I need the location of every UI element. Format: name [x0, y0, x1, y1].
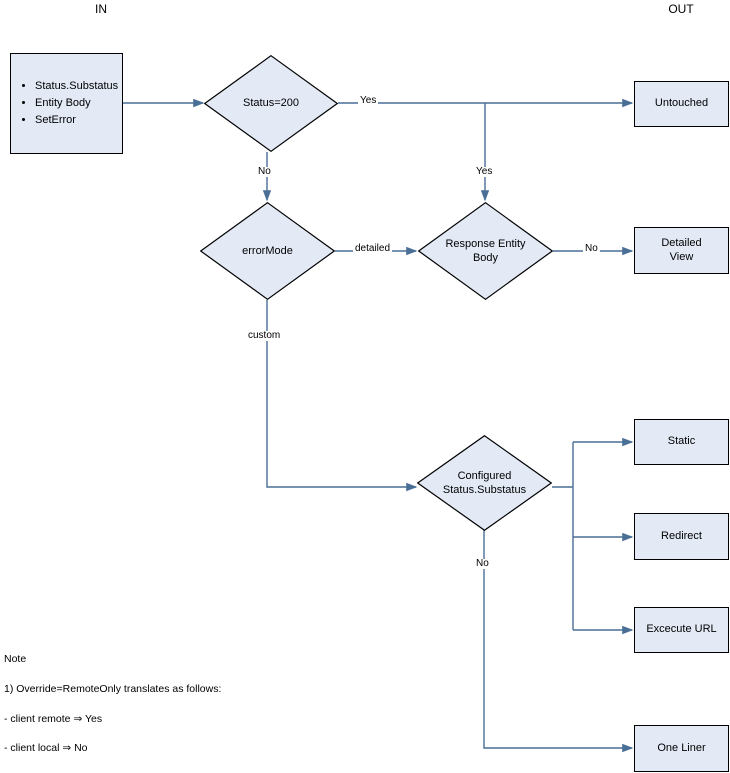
diamond-shape — [200, 202, 335, 300]
edge-label-errormode-custom: custom — [246, 330, 283, 341]
edge-label-entity-no: No — [583, 243, 600, 254]
diamond-shape — [417, 435, 552, 531]
note-block: Note 1) Override=RemoteOnly translates a… — [4, 637, 304, 773]
output-one-liner[interactable]: One Liner — [634, 725, 729, 772]
output-untouched[interactable]: Untouched — [634, 81, 729, 127]
list-item: Entity Body — [35, 95, 118, 112]
note-line: 1) Override=RemoteOnly translates as fol… — [4, 682, 222, 695]
column-header-in: IN — [95, 2, 107, 16]
decision-response-entity-body[interactable]: Response Entity Body — [418, 202, 553, 300]
edge-errormode-custom-to-configured — [266, 300, 418, 492]
column-header-out: OUT — [668, 2, 694, 16]
edge-label-configured-no: No — [474, 558, 491, 569]
decision-status-200[interactable]: Status=200 — [204, 55, 338, 152]
output-static[interactable]: Static — [634, 419, 729, 465]
note-heading: Note — [4, 652, 27, 665]
note-line: - client local ⇒ No — [4, 742, 88, 755]
output-label: One Liner — [657, 741, 706, 754]
edge-configured-no-to-one-liner — [483, 530, 634, 753]
decision-error-mode[interactable]: errorMode — [200, 202, 335, 300]
list-item: SetError — [35, 112, 118, 129]
input-parameters-list: Status.Substatus Entity Body SetError — [11, 78, 118, 129]
diamond-shape — [418, 202, 553, 300]
input-parameters-box[interactable]: Status.Substatus Entity Body SetError — [10, 53, 123, 154]
output-label: Static — [667, 435, 696, 448]
output-label: Untouched — [654, 97, 709, 110]
output-label: Redirect — [661, 529, 702, 542]
output-label: Excecute URL — [646, 623, 717, 636]
output-detailed-view[interactable]: Detailed View — [634, 227, 729, 274]
decision-configured-status-substatus[interactable]: Configured Status.Substatus — [417, 435, 552, 531]
list-item: Status.Substatus — [35, 78, 118, 95]
edge-label-status200-no: No — [256, 166, 273, 177]
note-line: - client remote ⇒ Yes — [4, 712, 103, 725]
edge-label-status200-yes: Yes — [358, 95, 379, 106]
output-excecute-url[interactable]: Excecute URL — [634, 607, 729, 653]
diamond-shape — [204, 55, 338, 152]
output-redirect[interactable]: Redirect — [634, 513, 729, 560]
edge-label-errormode-detailed: detailed — [353, 243, 393, 254]
output-label: Detailed View — [661, 236, 702, 263]
edge-label-entity-yes: Yes — [474, 166, 495, 177]
